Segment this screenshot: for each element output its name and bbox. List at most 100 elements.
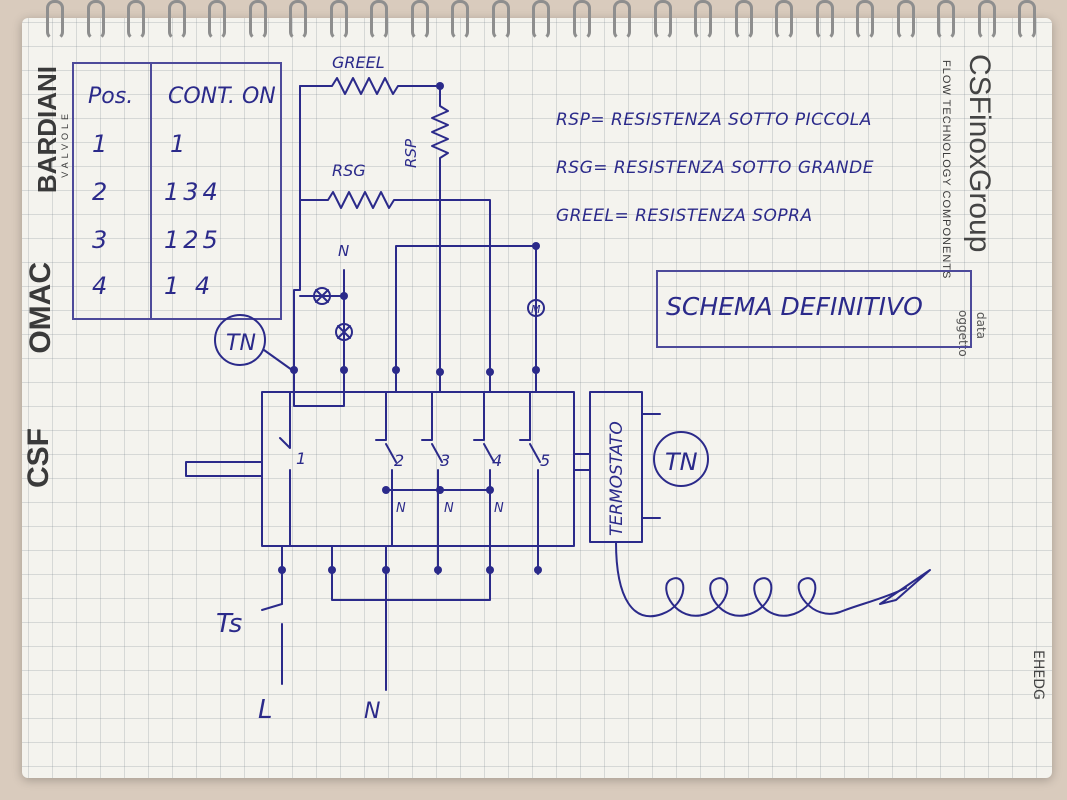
label-l: L — [258, 695, 273, 725]
junction-dot — [340, 366, 348, 374]
table-row-3-cont: 125 — [164, 226, 222, 254]
spiral-ring — [613, 0, 631, 40]
label-n-lamp: N — [338, 242, 349, 260]
spiral-ring — [775, 0, 793, 40]
contact-2 — [375, 391, 397, 547]
tn-circle-left — [214, 314, 266, 366]
junction-dot — [436, 486, 444, 494]
tn-circle-right — [653, 431, 709, 487]
junction-dot — [392, 366, 400, 374]
junction-dot — [532, 242, 540, 250]
label-ts: Ts — [216, 609, 242, 639]
label-n-2: N — [396, 501, 406, 516]
tn-switch-mark — [263, 349, 293, 371]
table-header-pos: Pos. — [88, 84, 134, 109]
spiral-ring — [1018, 0, 1036, 40]
spiral-ring — [937, 0, 955, 40]
bottom-wires — [281, 545, 539, 691]
label-rsp: RSP — [402, 138, 420, 168]
rsg-resistor — [299, 191, 491, 373]
table-divider — [150, 64, 152, 318]
spiral-ring — [653, 0, 672, 40]
ehedg-logo: EHEDG — [1030, 650, 1046, 700]
spiral-ring — [127, 0, 145, 40]
contact-3 — [421, 391, 443, 547]
spiral-ring — [491, 0, 510, 40]
spiral-ring — [86, 0, 105, 40]
spiral-ring — [977, 0, 996, 40]
table-row-4-pos: 4 — [92, 272, 108, 300]
table-row-2-pos: 2 — [92, 178, 108, 206]
legend-rsg: RSG= RESISTENZA SOTTO GRANDE — [556, 158, 874, 178]
junction-dot — [290, 366, 298, 374]
junction-dot — [434, 566, 442, 574]
junction-dot — [486, 566, 494, 574]
spiral-ring — [694, 0, 712, 40]
spiral-ring — [329, 0, 348, 40]
lamp-2 — [335, 323, 353, 341]
spiral-ring — [167, 0, 186, 40]
block-top-wires — [293, 369, 537, 407]
data-field-label: data — [974, 312, 988, 340]
lamp-1 — [313, 287, 331, 305]
junction-dot — [328, 566, 336, 574]
label-greel: GREEL — [332, 53, 385, 72]
spiral-ring — [289, 0, 307, 40]
spiral-ring — [896, 0, 915, 40]
spiral-ring — [532, 0, 550, 40]
rsp-column — [431, 85, 449, 373]
csf-inox-group-logo: CSFinoxGroup — [963, 54, 996, 253]
spiral-ring — [572, 0, 591, 40]
junction-dot — [436, 82, 444, 90]
flow-technology-text: FLOW TECHNOLOGY COMPONENTS — [940, 60, 952, 280]
label-n-4: N — [494, 501, 504, 516]
junction-dot — [278, 566, 286, 574]
spiral-ring — [248, 0, 267, 40]
table-row-4-cont: 1 4 — [164, 272, 215, 300]
junction-dot — [340, 292, 348, 300]
motor-symbol — [527, 299, 545, 317]
switch-block — [261, 391, 575, 547]
thermostat-capillary — [615, 541, 907, 618]
label-n-bottom: N — [364, 699, 380, 724]
label-contact-1: 1 — [296, 449, 306, 468]
legend-rsp: RSP= RESISTENZA SOTTO PICCOLA — [556, 110, 872, 130]
label-m: M — [531, 303, 541, 316]
table-row-1-cont: 1 — [170, 130, 186, 158]
spiral-ring — [815, 0, 834, 40]
contact-4 — [473, 391, 495, 547]
table-row-1-pos: 1 — [92, 130, 108, 158]
junction-dot — [486, 368, 494, 376]
spiral-ring — [451, 0, 469, 40]
spiral-ring — [208, 0, 226, 40]
greel-resistor — [299, 77, 441, 95]
thermostat-bulb — [879, 569, 931, 605]
spiral-ring — [410, 0, 429, 40]
label-contact-5: 5 — [540, 451, 550, 470]
junction-dot — [486, 486, 494, 494]
lamp-wire — [299, 295, 345, 371]
shaft — [185, 461, 263, 477]
label-contact-4: 4 — [492, 451, 502, 470]
label-tn-right: TN — [665, 448, 698, 476]
label-contact-2: 2 — [394, 451, 404, 470]
label-rsg: RSG — [332, 161, 366, 180]
title-box: SCHEMA DEFINITIVO — [656, 270, 972, 348]
spiral-ring — [46, 0, 64, 40]
junction-dot — [436, 368, 444, 376]
table-row-2-cont: 134 — [164, 178, 222, 206]
contact-5 — [519, 391, 541, 547]
label-n-3: N — [444, 501, 454, 516]
ts-switch — [261, 603, 283, 685]
table-row-3-pos: 3 — [92, 226, 108, 254]
left-vertical-bus — [293, 85, 301, 371]
label-termostato: TERMOSTATO — [607, 421, 627, 536]
label-tn-left: TN — [226, 331, 256, 356]
oggetto-field-label: oggetto — [956, 310, 970, 357]
legend-greel: GREEL= RESISTENZA SOPRA — [556, 206, 813, 226]
grid-paper-sheet — [22, 18, 1052, 778]
label-contact-3: 3 — [440, 451, 450, 470]
junction-dot — [532, 366, 540, 374]
